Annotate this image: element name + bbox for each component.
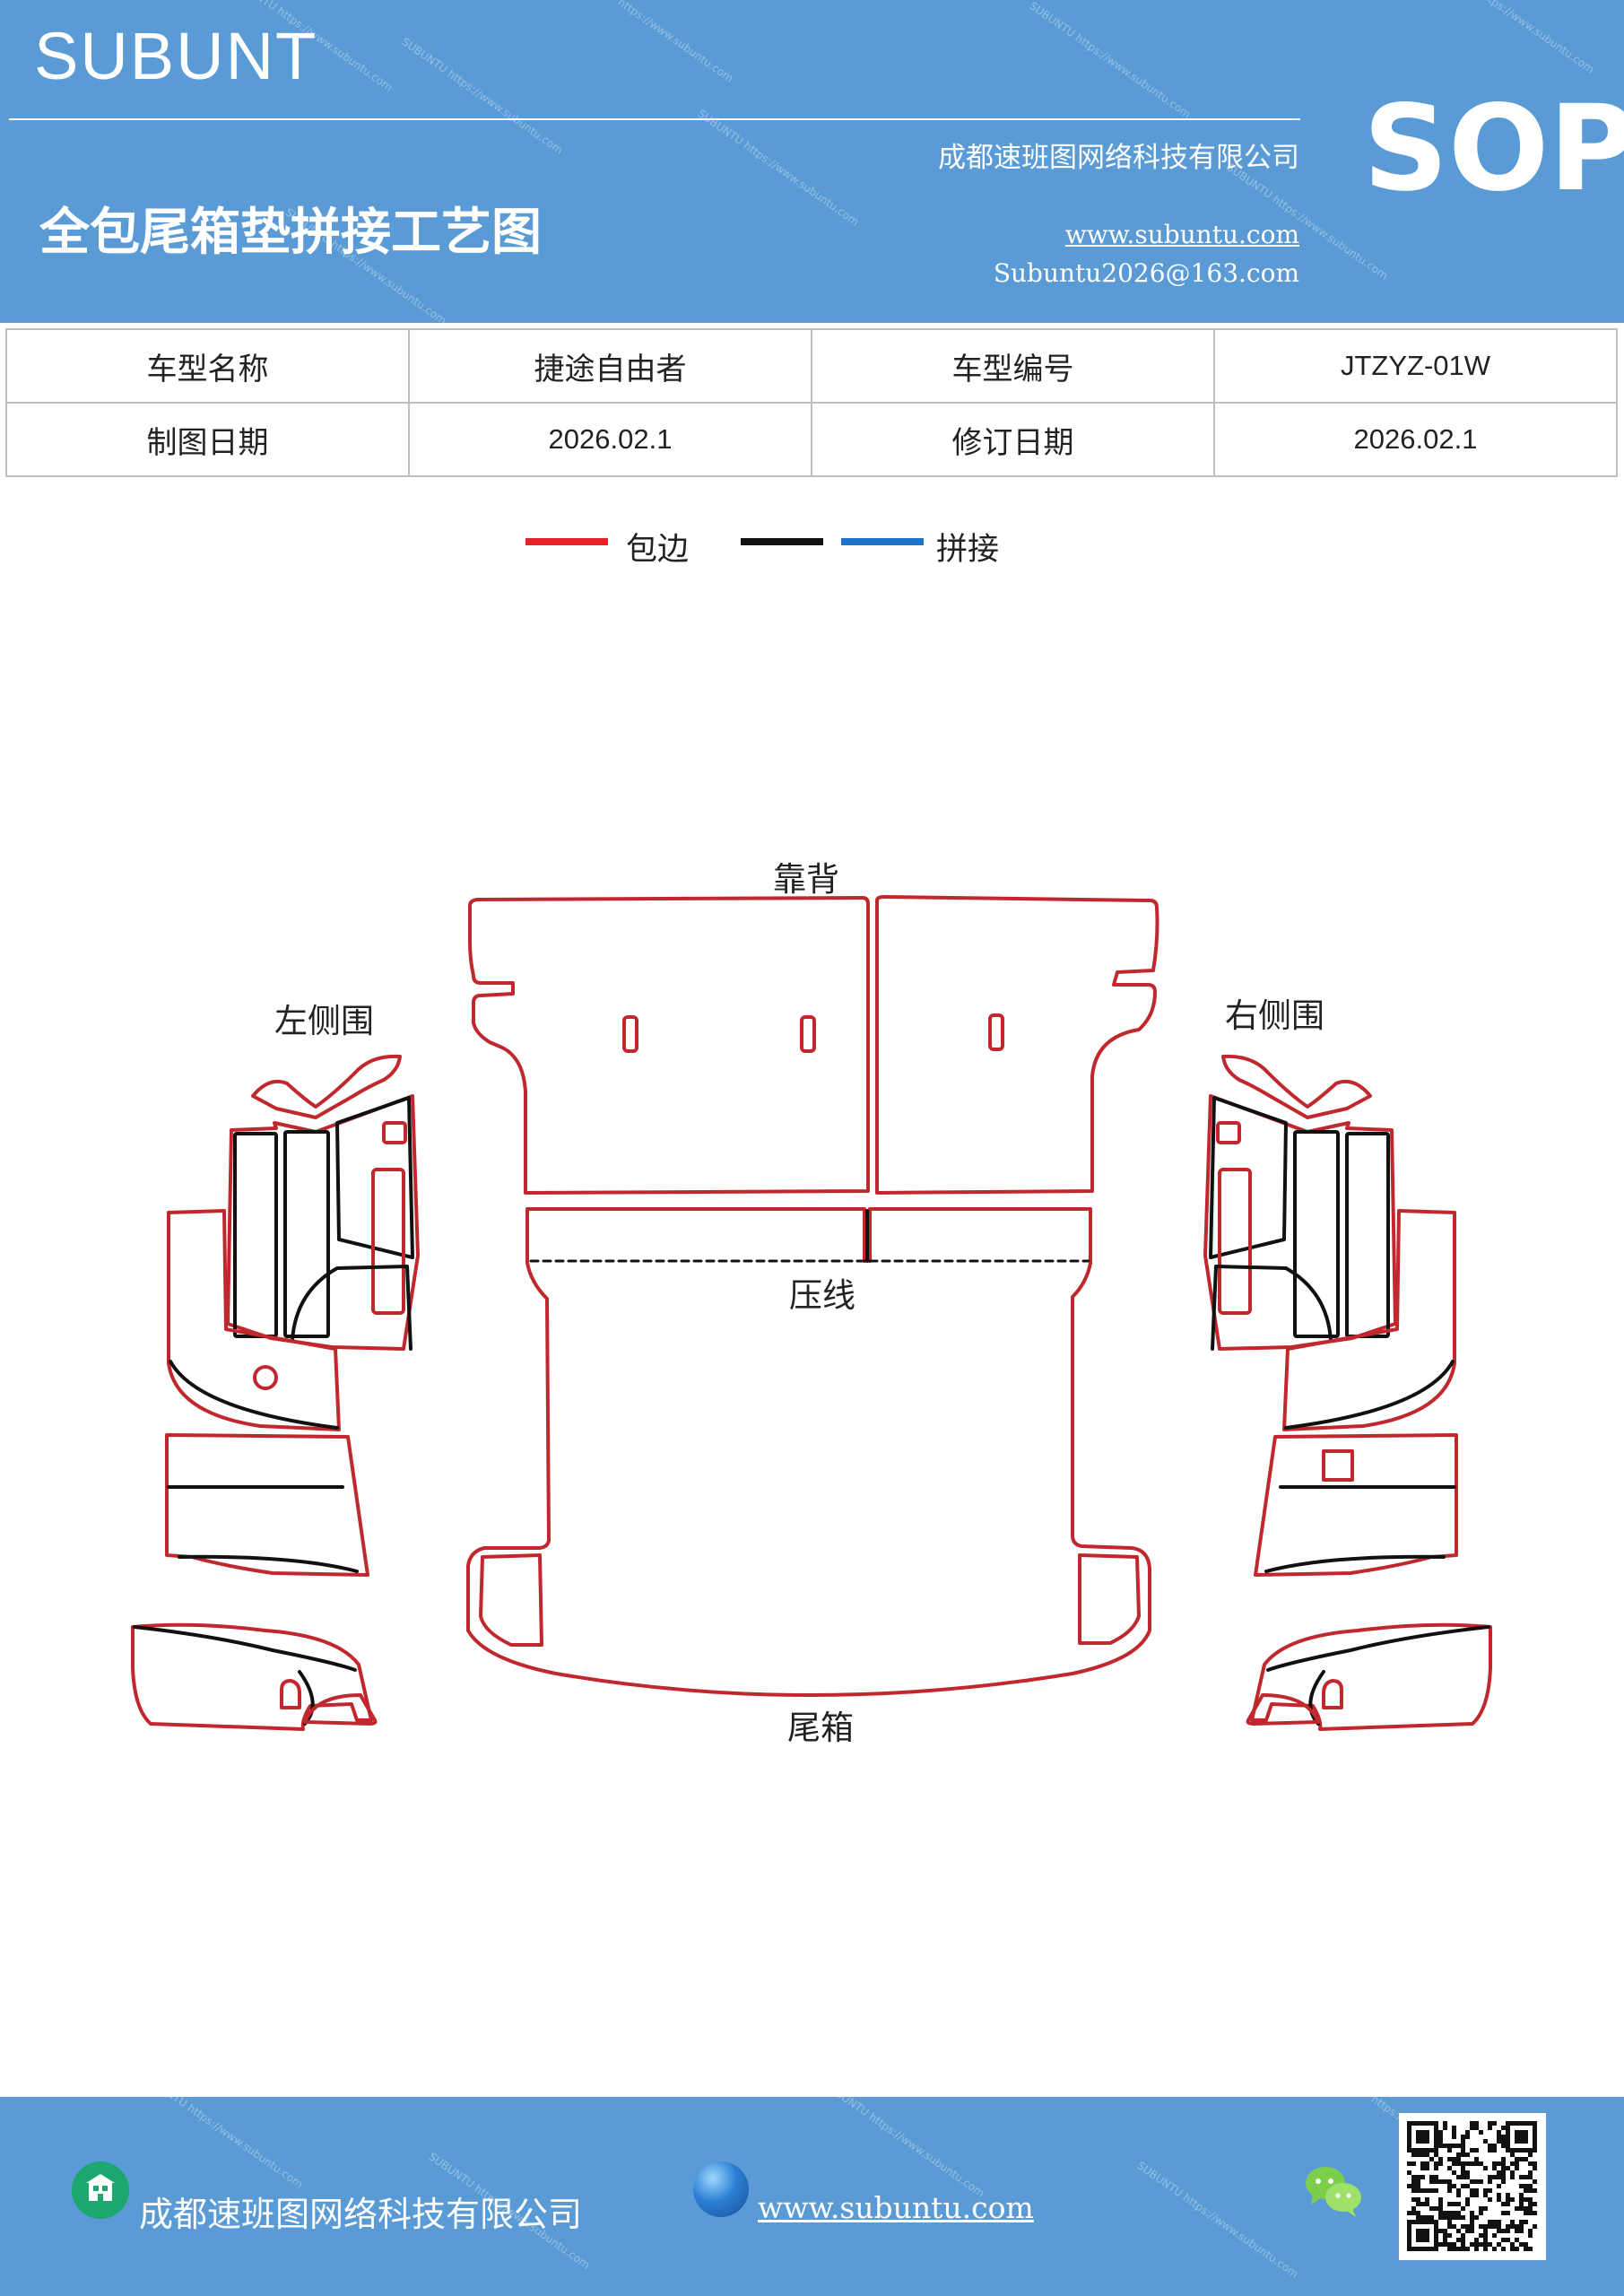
right-side-bottom-cutout (1322, 1679, 1343, 1709)
right-side-mid-panel (1254, 1433, 1458, 1577)
sop-badge: SOP (1363, 80, 1624, 218)
right-side-arch (1211, 1265, 1333, 1351)
label-trunk: 尾箱 (787, 1709, 854, 1747)
right-side-bottom-flap (1246, 1693, 1320, 1726)
legend-seam-swatch (841, 538, 924, 545)
right-side-pocket (1293, 1130, 1340, 1338)
legend-edge-swatch (525, 538, 608, 545)
left-side-pocket (233, 1132, 278, 1338)
left-side-lower-seam (169, 1360, 339, 1430)
mat-diagram: 靠背 左侧围 右侧围 压线 尾箱 (0, 807, 1624, 1794)
footer-website-link[interactable]: www.subuntu.com (758, 2190, 1034, 2225)
left-side-arch (291, 1265, 413, 1351)
backrest-slot (622, 1015, 638, 1053)
trunk-floor-panel (466, 1261, 1151, 1697)
model-name-value: 捷途自由者 (408, 328, 812, 404)
revision-date-label: 修订日期 (811, 402, 1215, 477)
header-divider (9, 118, 1300, 120)
left-side-lower-panel (167, 1209, 341, 1431)
page-footer: SUBUNTU https://www.subuntu.com SUBUNTU … (0, 2097, 1624, 2296)
crease-strip-left (525, 1207, 866, 1265)
building-icon (72, 2161, 129, 2219)
label-backrest: 靠背 (773, 860, 839, 899)
right-side-pocket (1209, 1096, 1288, 1259)
model-code-label: 车型编号 (811, 328, 1215, 404)
left-side-cutout (371, 1168, 405, 1315)
label-crease: 压线 (789, 1276, 855, 1315)
legend: 包边 拼接 (0, 520, 1624, 574)
left-side-mid-panel (165, 1433, 369, 1577)
right-side-cutout (1216, 1121, 1241, 1144)
legend-edge-label: 包边 (626, 532, 690, 568)
left-side-top-flap (251, 1054, 402, 1119)
table-row: 车型名称 捷途自由者 车型编号 JTZYZ-01W (5, 328, 1618, 404)
right-side-hole-mask (1343, 1363, 1370, 1390)
draw-date-label: 制图日期 (5, 402, 410, 477)
table-row: 制图日期 2026.02.1 修订日期 2026.02.1 (5, 402, 1618, 477)
header-company-name: 成都速班图网络科技有限公司 (938, 142, 1299, 174)
wechat-icon[interactable] (1302, 2161, 1365, 2219)
right-side-group (1203, 1054, 1492, 1731)
model-code-value: JTZYZ-01W (1213, 328, 1618, 404)
left-side-hole (253, 1365, 278, 1390)
brand-name: SUBUNT (34, 19, 318, 93)
right-side-square-hole (1322, 1449, 1354, 1482)
page-title: 全包尾箱垫拼接工艺图 (39, 204, 542, 262)
right-side-lower-panel (1282, 1209, 1456, 1431)
label-left-side: 左侧围 (274, 1002, 374, 1040)
page-header: SUBUNTU https://www.subuntu.com SUBUNTU … (0, 0, 1624, 323)
model-name-label: 车型名称 (5, 328, 410, 404)
footer-company-name: 成都速班图网络科技有限公司 (139, 2195, 583, 2234)
header-website-link[interactable]: www.subuntu.com (1064, 220, 1299, 249)
right-side-pocket (1345, 1132, 1390, 1338)
right-side-top-flap (1221, 1054, 1372, 1119)
backrest-slot (800, 1015, 816, 1053)
right-side-cutout (1218, 1168, 1252, 1315)
left-side-pocket (335, 1096, 414, 1259)
left-side-bottom-flap (303, 1693, 378, 1726)
draw-date-value: 2026.02.1 (408, 402, 812, 477)
legend-seam-label: 拼接 (936, 532, 1000, 568)
mat-diagram-svg (131, 895, 1492, 1731)
right-side-bottom-panel (1250, 1622, 1492, 1731)
right-side-lower-seam (1284, 1360, 1455, 1430)
right-side-bottom-seam (1266, 1625, 1490, 1726)
globe-icon (693, 2161, 749, 2217)
left-side-pocket (283, 1130, 330, 1338)
backrest-right-panel (875, 895, 1159, 1195)
backrest-left-panel (468, 896, 870, 1195)
left-side-bottom-panel (131, 1622, 373, 1731)
legend-black-swatch (741, 538, 823, 545)
trunk-corner-pocket (479, 1553, 543, 1647)
left-side-cutout (382, 1121, 407, 1144)
revision-date-value: 2026.02.1 (1213, 402, 1618, 477)
vehicle-info-table: 车型名称 捷途自由者 车型编号 JTZYZ-01W 制图日期 2026.02.1… (5, 328, 1618, 477)
left-side-bottom-cutout (280, 1679, 301, 1709)
left-side-mid-seam (167, 1485, 359, 1573)
qr-code (1399, 2113, 1546, 2260)
left-side-bottom-seam (133, 1625, 357, 1726)
backrest-slot (988, 1013, 1004, 1051)
crease-strip-right (868, 1207, 1092, 1265)
trunk-corner-pocket (1078, 1553, 1141, 1645)
header-email: Subuntu2026@163.com (993, 258, 1299, 288)
right-side-mid-seam (1264, 1485, 1456, 1573)
label-right-side: 右侧围 (1225, 996, 1324, 1035)
